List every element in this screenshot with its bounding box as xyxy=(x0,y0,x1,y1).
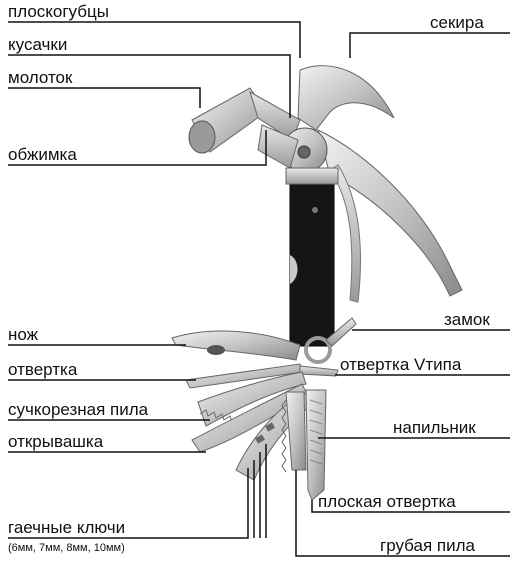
leader-pliers xyxy=(8,21,301,58)
axe-head xyxy=(297,65,395,131)
plier-arm xyxy=(317,129,463,297)
label-rough-saw: грубая пила xyxy=(380,536,475,555)
label-opener: открывашка xyxy=(8,432,104,451)
label-v-screwdriver: отвертка Vтипа xyxy=(340,355,462,374)
label-branch-saw: сучкорезная пила xyxy=(8,400,149,419)
rough-saw-blade xyxy=(285,391,307,471)
handle xyxy=(289,177,335,347)
leader-hammer xyxy=(8,87,201,108)
label-hammer: молоток xyxy=(8,68,73,87)
hammer-face xyxy=(188,120,216,154)
label-file: напильник xyxy=(393,418,476,437)
label-flat-screwdriver: плоская отвертка xyxy=(318,492,456,511)
pivot-screw xyxy=(297,145,311,159)
lock-lever xyxy=(325,317,357,347)
lock-ring xyxy=(304,336,332,364)
label-wrenches: гаечные ключи xyxy=(8,518,126,537)
wrench-slot-2 xyxy=(265,422,275,432)
handle-notch xyxy=(290,255,298,284)
label-wrench-sizes: (6мм, 7мм, 8мм, 10мм) xyxy=(8,542,125,554)
leader-lines xyxy=(8,21,510,557)
wrench-slot-1 xyxy=(255,434,265,444)
knife-nail-nick xyxy=(207,345,225,355)
label-pliers: плоскогубцы xyxy=(8,2,109,21)
handle-frame xyxy=(285,167,339,185)
v-screwdriver-blade xyxy=(299,365,339,377)
label-cutters: кусачки xyxy=(8,35,68,54)
label-screwdriver: отвертка xyxy=(8,360,78,379)
label-knife: нож xyxy=(8,325,39,344)
file-texture xyxy=(309,399,323,465)
file-blade xyxy=(305,389,327,501)
rough-saw-teeth xyxy=(281,399,287,473)
leader-rough-saw xyxy=(295,470,510,557)
leader-cutters xyxy=(8,54,291,118)
leader-crimper xyxy=(8,130,267,166)
leader-flat-screwdriver xyxy=(311,500,510,513)
plier-arm-inner xyxy=(329,164,361,303)
branch-saw-blade xyxy=(197,371,307,427)
label-axe: секира xyxy=(430,13,484,32)
handle-rivet xyxy=(312,207,318,213)
leader-axe xyxy=(349,32,510,58)
label-crimper: обжимка xyxy=(8,145,77,164)
leader-wrench-1 xyxy=(8,468,249,539)
knife-blade xyxy=(171,330,301,361)
label-lock: замок xyxy=(444,310,490,329)
